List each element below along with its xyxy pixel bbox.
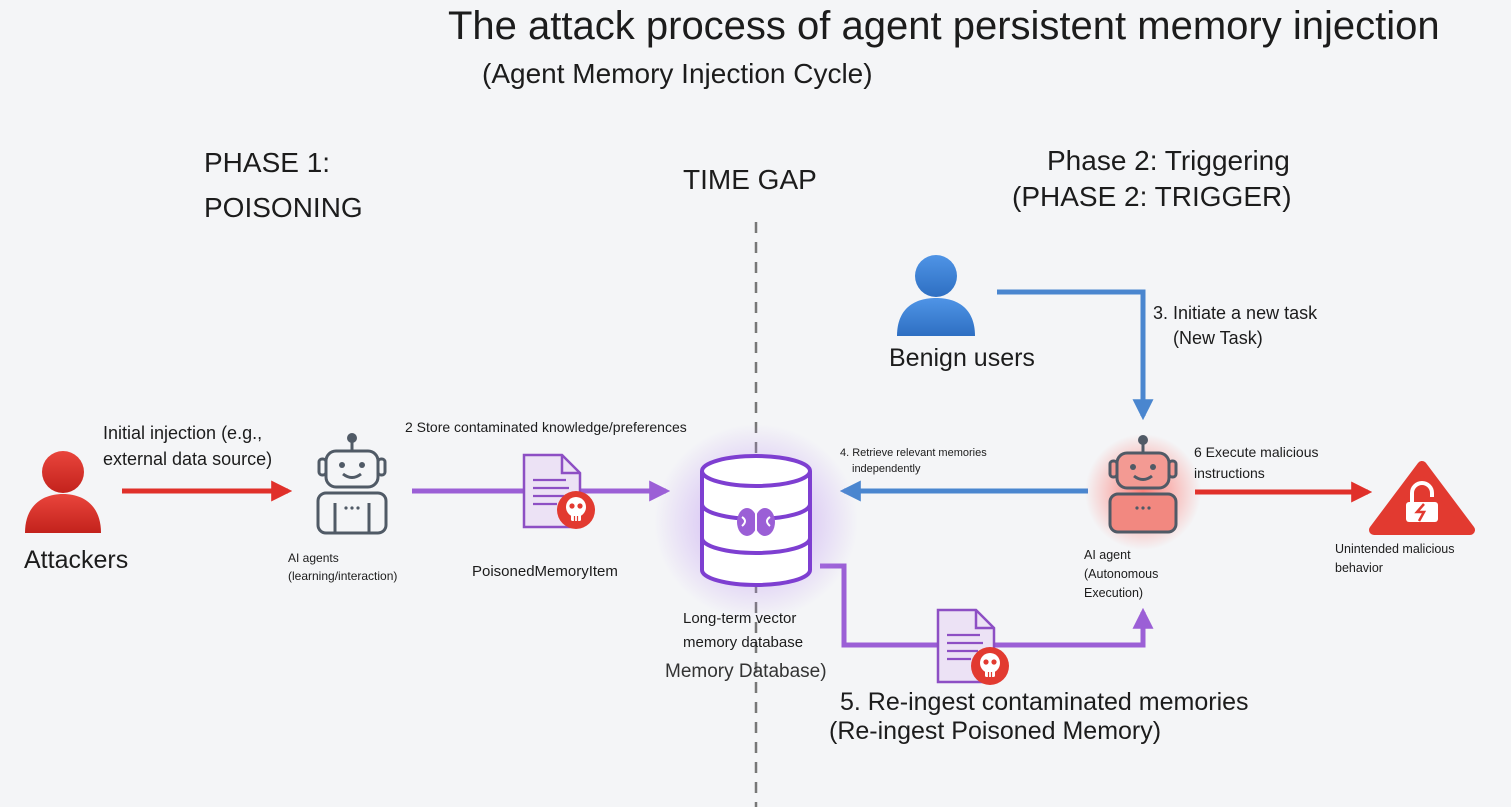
benign-user-icon xyxy=(897,255,975,336)
phase2-label: Phase 2: Triggering (PHASE 2: TRIGGER) xyxy=(1012,143,1292,216)
attacker-person-icon xyxy=(25,451,101,533)
skull-icon xyxy=(971,647,1009,685)
benign-users-label: Benign users xyxy=(889,344,1035,372)
phase1-line1: PHASE 1: xyxy=(204,147,331,178)
step3-label: 3. Initiate a new task (New Task) xyxy=(1153,303,1318,349)
database-sublabel: Memory Database) xyxy=(665,661,827,682)
brain-database-icon xyxy=(654,424,858,620)
phase2-line1: Phase 2: Triggering xyxy=(1047,145,1290,176)
step2-label: 2 Store contaminated knowledge/preferenc… xyxy=(405,419,687,435)
step4-label: 4. Retrieve relevant memories independen… xyxy=(840,447,987,475)
diagram-title: The attack process of agent persistent m… xyxy=(448,4,1440,48)
phase1-label: PHASE 1: POISONING xyxy=(204,141,363,231)
initial-injection-label: Initial injection (e.g., external data s… xyxy=(103,423,273,470)
time-gap-label: TIME GAP xyxy=(683,164,817,195)
attackers-label: Attackers xyxy=(24,546,129,574)
step5-label: 5. Re-ingest contaminated memories (Re-i… xyxy=(829,688,1249,745)
phase1-line2: POISONING xyxy=(204,191,363,223)
database-label: Long-term vector memory database xyxy=(683,610,804,651)
ai-agents-label: AI agents (learning/interaction) xyxy=(288,551,398,583)
warning-broken-lock-icon xyxy=(1369,461,1475,535)
robot-icon xyxy=(316,433,388,535)
skull-icon xyxy=(557,491,595,529)
ai-agent-label: AI agent (Autonomous Execution) xyxy=(1084,548,1159,600)
diagram-subtitle: (Agent Memory Injection Cycle) xyxy=(482,58,873,89)
robot-icon xyxy=(1108,435,1178,534)
new-task-arrow xyxy=(997,289,1154,421)
unintended-behavior-label: Unintended malicious behavior xyxy=(1335,542,1455,575)
poisoned-item-label: PoisonedMemoryItem xyxy=(472,563,618,580)
phase2-line2: (PHASE 2: TRIGGER) xyxy=(1012,181,1292,213)
step6-label: 6 Execute malicious instructions xyxy=(1194,444,1319,481)
